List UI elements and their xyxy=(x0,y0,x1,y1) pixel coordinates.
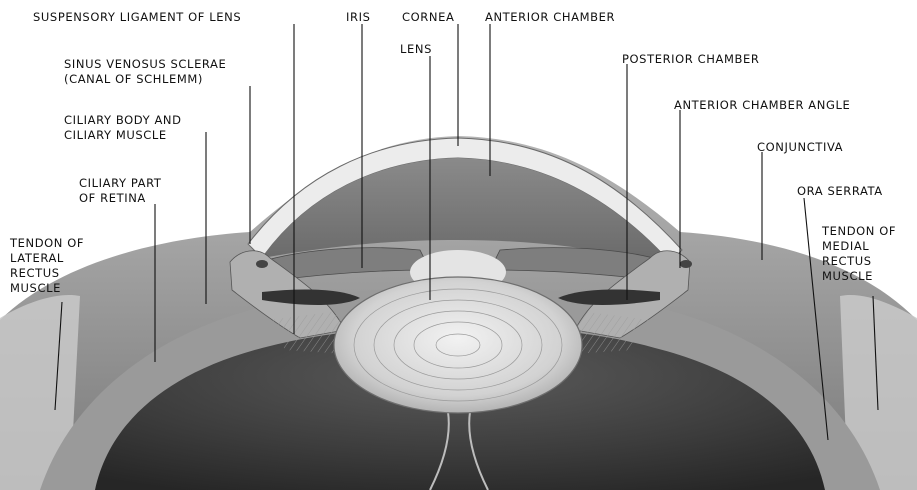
label-cornea: CORNEA xyxy=(402,10,454,25)
label-tendon-lateral: TENDON OF LATERAL RECTUS MUSCLE xyxy=(10,236,84,296)
label-lens: LENS xyxy=(400,42,432,57)
label-ciliary-part-retina: CILIARY PART OF RETINA xyxy=(79,176,161,206)
label-iris: IRIS xyxy=(346,10,370,25)
label-ciliary-body: CILIARY BODY AND CILIARY MUSCLE xyxy=(64,113,182,143)
label-anterior-chamber: ANTERIOR CHAMBER xyxy=(485,10,615,25)
label-conjunctiva: CONJUNCTIVA xyxy=(757,140,843,155)
label-anterior-chamber-angle: ANTERIOR CHAMBER ANGLE xyxy=(674,98,850,113)
canal-of-schlemm-right xyxy=(680,260,692,268)
label-suspensory-ligament: SUSPENSORY LIGAMENT OF LENS xyxy=(33,10,241,25)
label-tendon-medial: TENDON OF MEDIAL RECTUS MUSCLE xyxy=(822,224,896,284)
label-sinus-venosus: SINUS VENOSUS SCLERAE (CANAL OF SCHLEMM) xyxy=(64,57,226,87)
label-posterior-chamber: POSTERIOR CHAMBER xyxy=(622,52,759,67)
label-ora-serrata: ORA SERRATA xyxy=(797,184,883,199)
lens xyxy=(334,277,582,413)
canal-of-schlemm-left xyxy=(256,260,268,268)
